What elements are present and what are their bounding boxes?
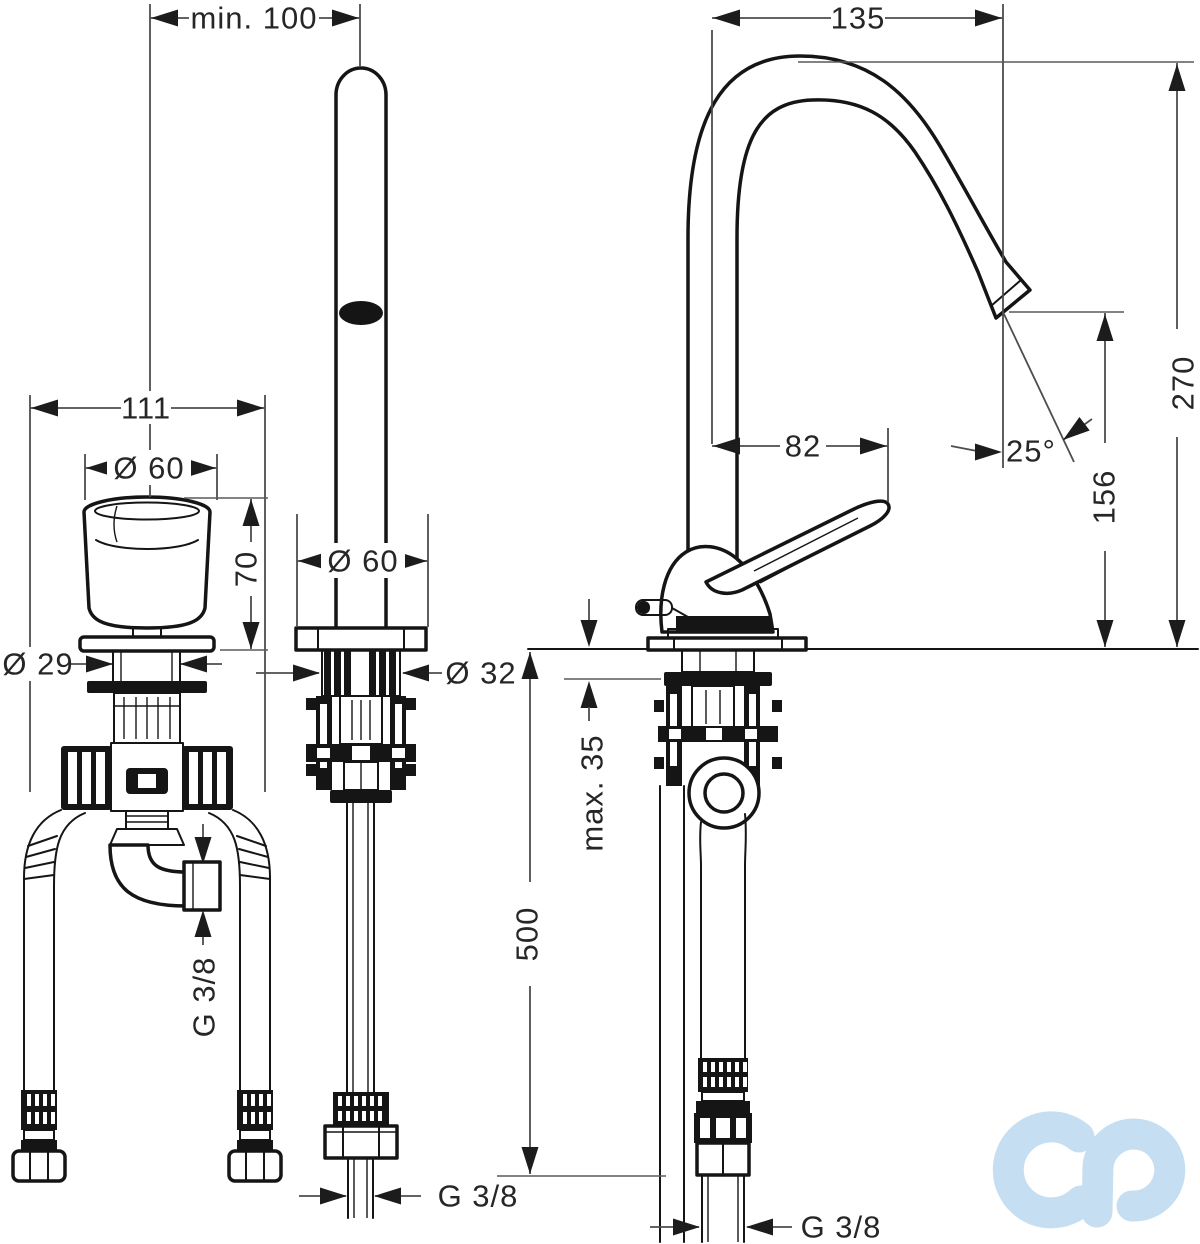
dim-g38-front-connection: G 3/8 xyxy=(186,824,222,1049)
dim-height-270: 270 xyxy=(798,61,1200,647)
supply-hose-left xyxy=(11,809,86,1183)
escutcheon xyxy=(78,635,216,693)
base-plate xyxy=(294,626,428,652)
side-view xyxy=(294,66,428,1219)
spout xyxy=(686,54,1032,562)
dim-g38-profile-connection: G 3/8 xyxy=(650,1209,890,1244)
dim-label-82: 82 xyxy=(785,429,821,464)
dim-label-25: 25° xyxy=(1006,434,1056,469)
dim-reach-82: 82 xyxy=(712,428,889,502)
mounting-bracket xyxy=(654,649,782,786)
dim-label-g38-profile: G 3/8 xyxy=(801,1210,882,1244)
dim-max-35: max. 35 xyxy=(564,599,661,865)
handle-lever xyxy=(704,499,891,596)
dim-g38-side-connection: G 3/8 xyxy=(299,1178,527,1214)
dim-angle-25: 25° xyxy=(950,311,1093,469)
dim-label-max-35: max. 35 xyxy=(575,734,610,851)
dim-min-100: min. 100 xyxy=(149,1,361,497)
dim-width-111: 111 xyxy=(29,391,266,792)
dim-dia-29: Ø 29 xyxy=(2,647,222,682)
dim-label-156: 156 xyxy=(1087,470,1122,525)
spout-column xyxy=(334,66,388,630)
handle-knob xyxy=(82,495,212,638)
dim-height-156: 156 xyxy=(1009,311,1124,647)
dim-dia-32: Ø 32 xyxy=(256,655,518,691)
dim-label-g38-side: G 3/8 xyxy=(438,1179,519,1214)
dim-label-111: 111 xyxy=(121,391,171,426)
profile-hoses xyxy=(659,756,761,1243)
profile-view xyxy=(527,54,1199,1243)
supply-hose-right xyxy=(208,809,283,1183)
mounting-hardware xyxy=(306,649,416,803)
dim-label-dia-60-side: Ø 60 xyxy=(327,544,398,579)
dim-label-min-100: min. 100 xyxy=(191,1,318,36)
dim-dia-60-side: Ø 60 xyxy=(296,514,429,627)
dim-reach-135: 135 xyxy=(711,1,1004,468)
valve-body xyxy=(61,692,233,846)
dim-label-dia-60-front: Ø 60 xyxy=(113,451,184,486)
aerator-window xyxy=(339,301,383,325)
watermark-logo xyxy=(992,1111,1186,1229)
dim-label-270: 270 xyxy=(1166,356,1200,411)
front-view xyxy=(11,495,283,1183)
elbow-outlet xyxy=(108,843,222,912)
dim-label-g38-front: G 3/8 xyxy=(187,957,222,1038)
dim-label-dia-32: Ø 32 xyxy=(445,656,516,691)
supply-pipe xyxy=(323,802,399,1219)
dim-label-70: 70 xyxy=(229,551,264,587)
temperature-pin xyxy=(635,599,689,618)
dim-hose-length-500: 500 xyxy=(497,652,666,1177)
dim-label-135: 135 xyxy=(831,1,886,36)
dim-label-500: 500 xyxy=(510,907,545,962)
dim-dia-60-front: Ø 60 xyxy=(84,450,218,500)
dim-label-dia-29: Ø 29 xyxy=(2,647,73,682)
dim-height-70: 70 xyxy=(184,497,268,651)
